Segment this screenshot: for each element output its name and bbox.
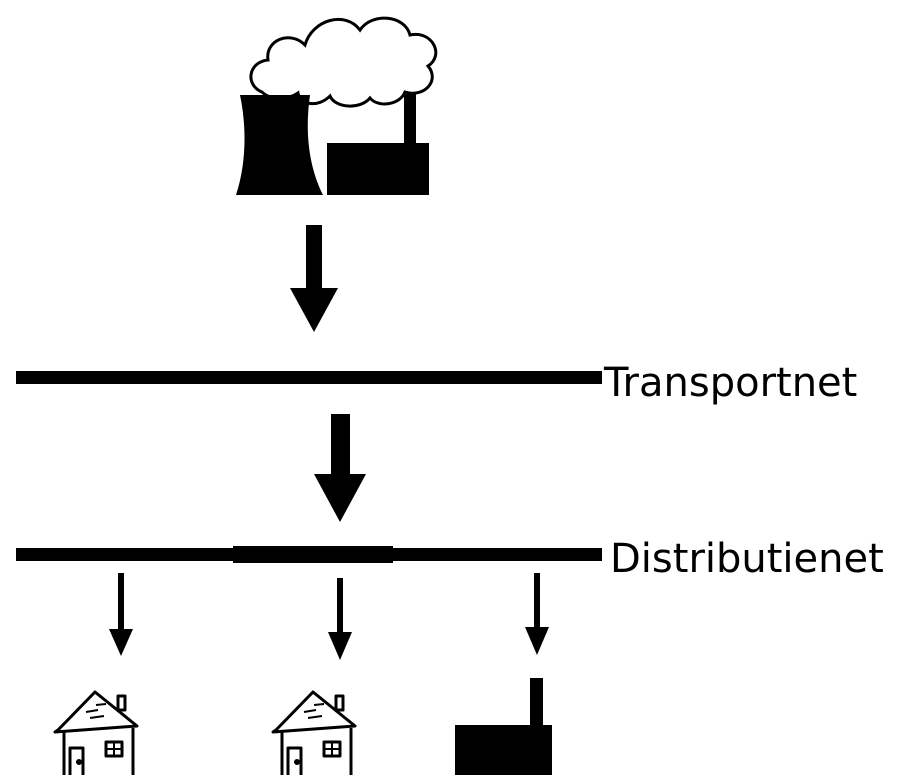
factory-icon — [455, 678, 552, 775]
transport-net-label: Transportnet — [603, 360, 857, 406]
distribution-net-line-thick — [233, 546, 393, 563]
factory-block — [327, 143, 429, 195]
arrow-down-icon — [314, 414, 366, 522]
power-plant-icon — [236, 16, 438, 195]
arrow-down-icon — [525, 573, 549, 655]
factory-chimney — [404, 94, 416, 149]
cooling-tower-icon — [236, 95, 323, 195]
arrow-down-icon — [290, 225, 338, 332]
smoke-cloud-icon — [249, 16, 438, 108]
transport-net-line — [16, 371, 602, 384]
arrow-down-icon — [328, 578, 352, 660]
arrow-down-icon — [109, 573, 133, 656]
distribution-net-label: Distributienet — [610, 536, 884, 582]
house-icon — [271, 690, 357, 775]
house-icon — [53, 690, 139, 775]
